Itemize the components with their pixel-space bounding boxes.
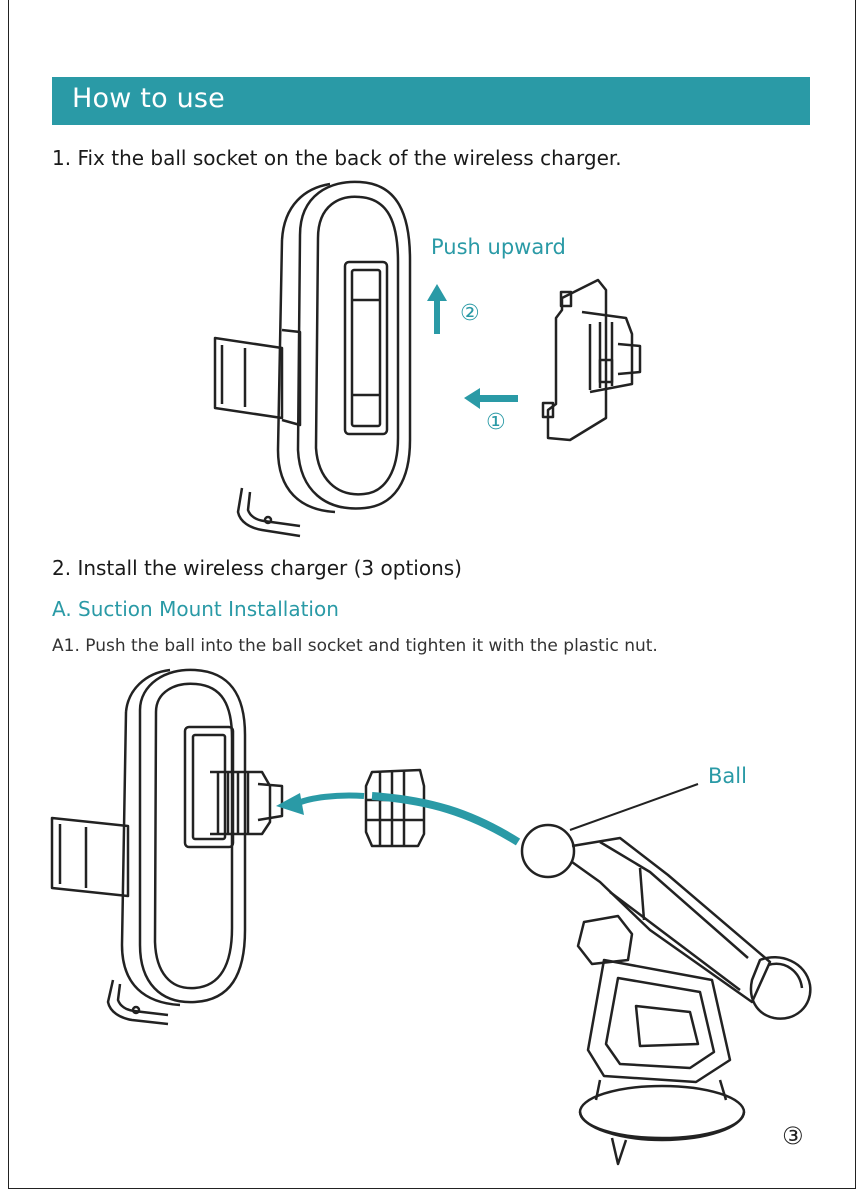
section-banner: How to use bbox=[52, 77, 810, 125]
section-title: How to use bbox=[72, 83, 225, 114]
step-marker-1: ① bbox=[486, 410, 506, 435]
step-marker-3: ③ bbox=[782, 1122, 804, 1150]
step-a1-instruction: A1. Push the ball into the ball socket a… bbox=[52, 636, 658, 656]
ball-label: Ball bbox=[708, 764, 747, 788]
step-1-instruction: 1. Fix the ball socket on the back of th… bbox=[52, 146, 622, 170]
push-upward-label: Push upward bbox=[431, 235, 566, 259]
page-frame bbox=[8, 0, 856, 1189]
step-marker-2: ② bbox=[460, 301, 480, 326]
option-a-heading: A. Suction Mount Installation bbox=[52, 597, 339, 621]
step-2-instruction: 2. Install the wireless charger (3 optio… bbox=[52, 556, 462, 580]
